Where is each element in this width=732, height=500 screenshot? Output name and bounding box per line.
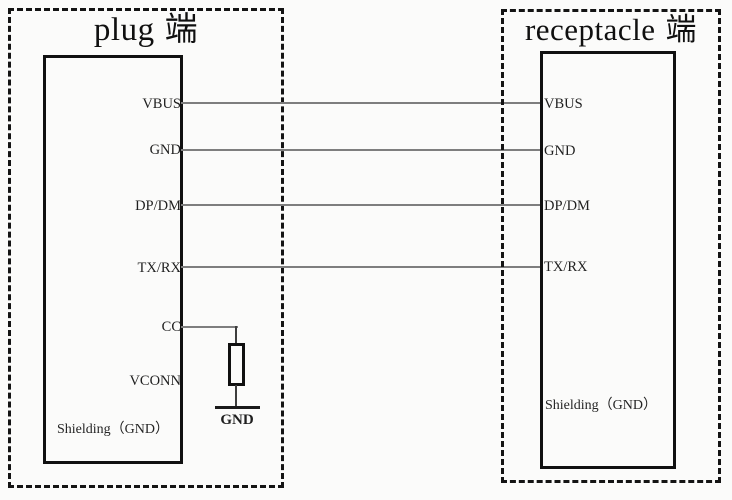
ground-label: GND — [220, 412, 254, 428]
receptacle-title-cjk: 端 — [665, 12, 698, 47]
wire-txrx — [181, 266, 541, 268]
wire-cc-vertical — [235, 326, 237, 345]
wire-dpdm — [181, 204, 541, 206]
receptacle-connector-body — [540, 51, 676, 469]
wire-gnd — [181, 149, 541, 151]
receptacle-dashed-boundary — [501, 9, 721, 483]
receptacle-pin-gnd: GND — [544, 143, 576, 159]
wire-vbus — [181, 102, 541, 104]
plug-pin-txrx: TX/RX — [137, 260, 182, 276]
plug-shielding-label: Shielding（GND） — [57, 422, 169, 437]
cc-pulldown-resistor — [228, 343, 245, 386]
receptacle-title: receptacle 端 — [501, 11, 721, 49]
plug-dashed-boundary — [8, 8, 284, 488]
plug-pin-cc: CC — [161, 319, 181, 335]
plug-pin-dpdm: DP/DM — [135, 198, 181, 214]
receptacle-title-text: receptacle — [524, 12, 656, 47]
plug-connector-body — [43, 55, 183, 464]
receptacle-pin-txrx: TX/RX — [544, 259, 588, 275]
receptacle-pin-dpdm: DP/DM — [544, 198, 590, 214]
plug-title-cjk: 端 — [164, 12, 199, 48]
wire-resistor-to-ground — [235, 385, 237, 408]
receptacle-shielding-label: Shielding（GND） — [545, 398, 657, 413]
ground-symbol — [215, 406, 260, 409]
plug-title-text: plug — [93, 12, 155, 48]
plug-pin-vbus: VBUS — [142, 96, 181, 112]
plug-pin-gnd: GND — [149, 142, 181, 158]
plug-pin-vconn: VCONN — [129, 373, 181, 389]
wire-cc-horizontal — [181, 326, 238, 328]
receptacle-pin-vbus: VBUS — [544, 96, 583, 112]
